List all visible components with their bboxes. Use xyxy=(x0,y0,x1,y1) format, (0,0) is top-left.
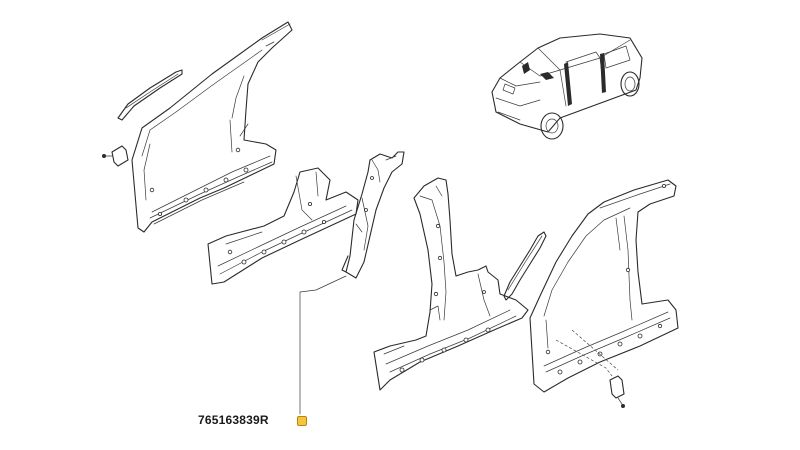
b-pillar-reinforcement xyxy=(341,151,405,279)
door-seal-strip xyxy=(503,231,547,301)
reference-marker-icon[interactable] xyxy=(297,416,307,426)
left-body-side-panel xyxy=(102,21,293,233)
car-thumbnail-icon xyxy=(491,33,643,140)
sill-panel-lower-pillar xyxy=(207,167,359,285)
part-number-label[interactable]: 765163839R xyxy=(198,413,269,427)
inner-pillar-sill-assembly xyxy=(373,177,529,391)
right-body-side-panel xyxy=(529,179,679,408)
callout-leader-line xyxy=(299,275,347,415)
